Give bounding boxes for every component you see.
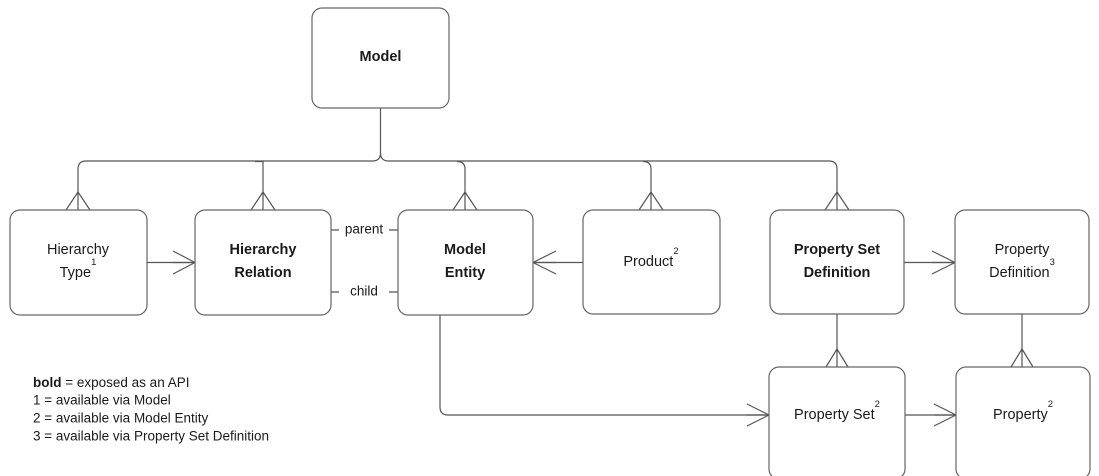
entity-layer: Model Hierarchy Type1 Hierarchy Relation bbox=[9, 7, 1091, 476]
connector-model-to-product bbox=[642, 160, 652, 192]
entity-property-set-definition[interactable]: Property Set Definition bbox=[769, 209, 905, 315]
entity-box-property-set-definition[interactable] bbox=[769, 209, 905, 315]
entity-label-hierarchy-relation-line1: Hierarchy bbox=[230, 242, 297, 258]
legend: bold = exposed as an API 1 = available v… bbox=[33, 375, 269, 444]
connector-layer bbox=[65, 108, 1034, 427]
entity-hierarchy-relation[interactable]: Hierarchy Relation bbox=[194, 209, 332, 316]
entity-box-property[interactable] bbox=[955, 366, 1091, 476]
legend-row-two: 2 = available via Model Entity bbox=[33, 411, 208, 426]
edge-label-child: child bbox=[350, 284, 378, 299]
legend-row-bold: bold = exposed as an API bbox=[33, 375, 189, 390]
crowfoot-hierarchy-relation-left bbox=[172, 250, 196, 275]
entity-label-property-definition-line2: Definition3 bbox=[989, 257, 1055, 281]
crowfoot-property-set-left bbox=[746, 403, 770, 427]
crowfoot-model-entity bbox=[452, 191, 478, 211]
crowfoot-hierarchy-type bbox=[65, 191, 91, 211]
legend-row-three: 3 = available via Property Set Definitio… bbox=[33, 429, 269, 444]
entity-label-model-entity-line2: Entity bbox=[445, 265, 485, 281]
crowfoot-product bbox=[638, 191, 664, 211]
crowfoot-property-set-top bbox=[825, 348, 849, 368]
entity-box-property-definition[interactable] bbox=[954, 209, 1090, 315]
entity-label-property-set-definition-line1: Property Set bbox=[794, 242, 880, 258]
edge-label-parent: parent bbox=[345, 222, 384, 237]
entity-label-hierarchy-relation-line2: Relation bbox=[234, 265, 291, 281]
entity-property-definition[interactable]: Property Definition3 bbox=[954, 209, 1090, 315]
entity-property[interactable]: Property2 bbox=[955, 366, 1091, 476]
connector-model-trunk bbox=[379, 108, 838, 192]
crowfoot-model-entity-right bbox=[532, 250, 557, 275]
legend-row-one: 1 = available via Model bbox=[33, 393, 171, 408]
crowfoot-property-left bbox=[933, 403, 957, 427]
entity-label-model-entity-line1: Model bbox=[444, 242, 486, 258]
edge-label-layer: parent child bbox=[345, 222, 384, 299]
connector-model-to-hierarchy-relation bbox=[255, 160, 264, 192]
entity-hierarchy-type[interactable]: Hierarchy Type1 bbox=[9, 209, 148, 316]
entity-label-hierarchy-type-line1: Hierarchy bbox=[47, 242, 110, 258]
crowfoot-hierarchy-relation bbox=[250, 191, 276, 211]
entity-label-product: Product2 bbox=[623, 246, 678, 270]
crowfoot-property-top bbox=[1010, 348, 1034, 368]
entity-label-property-definition-line1: Property bbox=[995, 242, 1051, 258]
entity-box-model-entity[interactable] bbox=[397, 209, 534, 316]
entity-label-property-set-definition-line2: Definition bbox=[804, 265, 871, 281]
entity-box-model[interactable] bbox=[311, 7, 450, 109]
entity-box-property-set[interactable] bbox=[768, 366, 906, 476]
entity-label-hierarchy-type-line2: Type1 bbox=[60, 257, 97, 281]
entity-label-property-set: Property Set2 bbox=[794, 399, 880, 423]
entity-property-set[interactable]: Property Set2 bbox=[768, 366, 906, 476]
entity-product[interactable]: Product2 bbox=[582, 209, 721, 315]
entity-model[interactable]: Model bbox=[311, 7, 450, 109]
entity-label-property: Property2 bbox=[993, 399, 1053, 423]
entity-box-hierarchy-relation[interactable] bbox=[194, 209, 332, 316]
connector-model-to-model-entity bbox=[456, 160, 466, 192]
entity-model-entity[interactable]: Model Entity bbox=[397, 209, 534, 316]
entity-box-hierarchy-type[interactable] bbox=[9, 209, 148, 316]
crowfoot-property-definition-left bbox=[931, 250, 956, 275]
crowfoot-property-set-definition bbox=[824, 191, 850, 211]
entity-box-product[interactable] bbox=[582, 209, 721, 315]
entity-label-model: Model bbox=[360, 49, 402, 65]
connector-bus-left bbox=[77, 152, 382, 192]
connector-model-entity-to-property-set bbox=[439, 315, 769, 416]
